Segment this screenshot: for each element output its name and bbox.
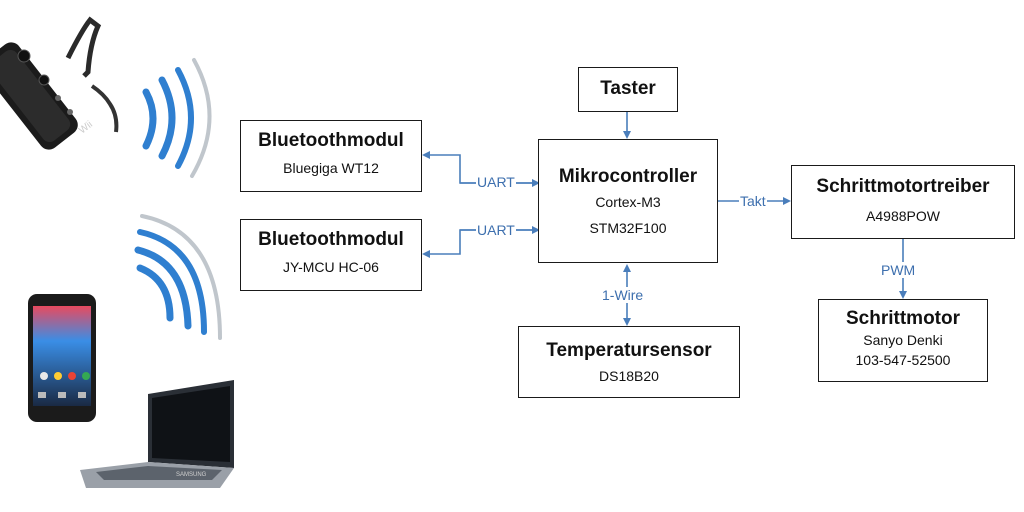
stepper-motor-box: Schrittmotor Sanyo Denki 103-547-52500	[818, 299, 988, 382]
bluetooth-module-1-box: Bluetoothmodul Bluegiga WT12	[240, 120, 422, 192]
stepper-motor-maker: Sanyo Denki	[863, 332, 943, 348]
remote-brand-label: Wii	[77, 119, 95, 136]
stepper-driver-model: A4988POW	[866, 208, 940, 224]
stepper-driver-box: Schrittmotortreiber A4988POW	[791, 165, 1015, 239]
temperature-sensor-box: Temperatursensor DS18B20	[518, 326, 740, 398]
laptop-brand-label: SAMSUNG	[176, 472, 207, 478]
bluetooth-module-2-box: Bluetoothmodul JY-MCU HC-06	[240, 219, 422, 291]
smartphone-icon	[28, 294, 96, 422]
wireless-waves-remote-icon	[142, 58, 212, 178]
microcontroller-core: Cortex-M3	[595, 194, 661, 210]
microcontroller-box: Mikrocontroller Cortex-M3 STM32F100	[538, 139, 718, 263]
laptop-icon: SAMSUNG	[80, 380, 234, 488]
pwm-label: PWM	[880, 262, 917, 278]
microcontroller-model: STM32F100	[589, 220, 667, 236]
takt-label: Takt	[739, 193, 767, 209]
wii-remote-icon: Wii	[0, 16, 119, 150]
one-wire-label: 1-Wire	[601, 287, 645, 303]
stepper-motor-model: 103-547-52500	[855, 352, 951, 368]
taster-title: Taster	[600, 78, 656, 99]
bluetooth-module-1-model: Bluegiga WT12	[283, 160, 379, 176]
temperature-sensor-title: Temperatursensor	[546, 340, 712, 361]
stepper-driver-title: Schrittmotortreiber	[816, 176, 990, 197]
taster-box: Taster	[578, 67, 678, 112]
uart-label-1: UART	[476, 174, 516, 190]
stepper-motor-title: Schrittmotor	[846, 308, 960, 329]
microcontroller-title: Mikrocontroller	[558, 166, 698, 187]
bluetooth-module-1-title: Bluetoothmodul	[258, 130, 404, 151]
bluetooth-module-2-model: JY-MCU HC-06	[283, 259, 379, 275]
wireless-waves-phone-icon	[134, 214, 222, 340]
temperature-sensor-model: DS18B20	[599, 368, 659, 384]
uart-label-2: UART	[476, 222, 516, 238]
bluetooth-module-2-title: Bluetoothmodul	[258, 229, 404, 250]
